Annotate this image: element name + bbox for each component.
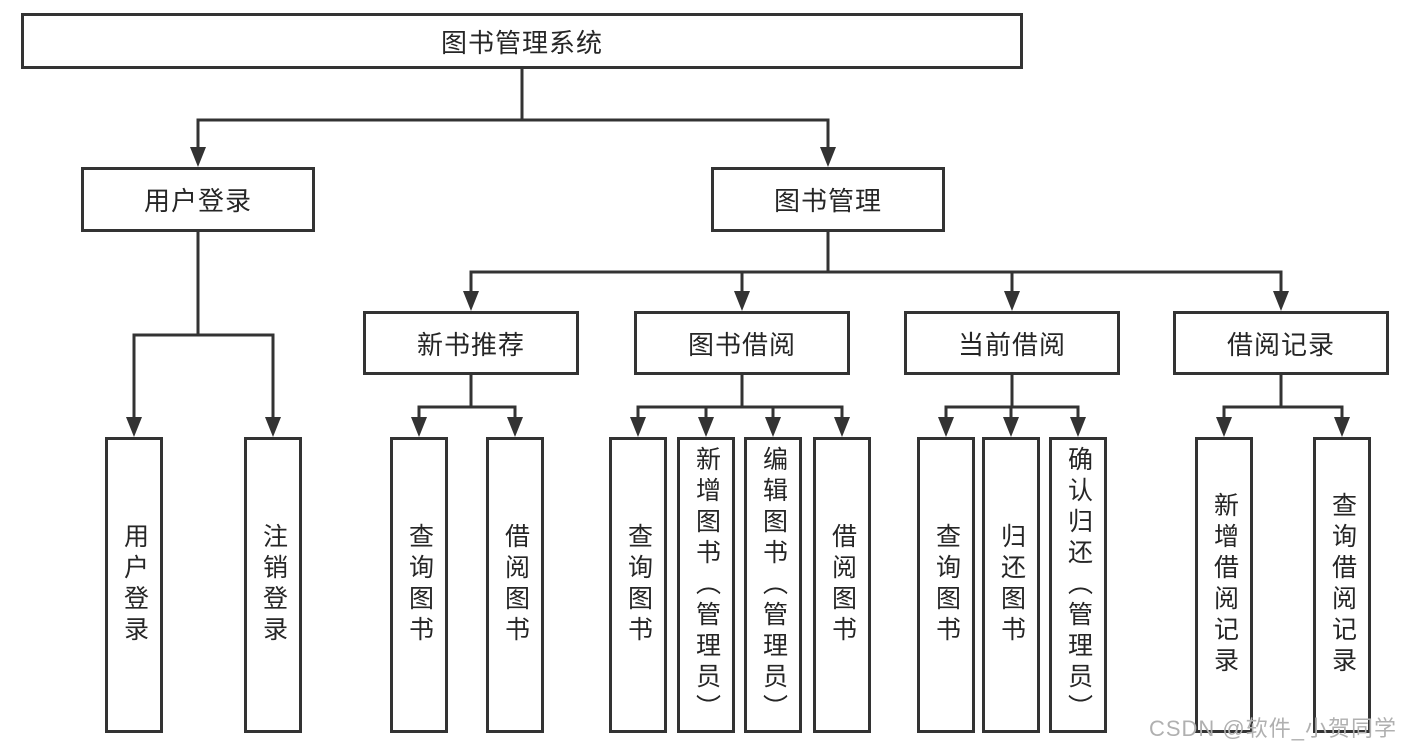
leaf-label: 查询图书 [932,523,961,647]
watermark: CSDN @软件_小贺同学 [1148,716,1397,741]
leaf-label: 查询图书 [624,523,653,647]
connector-path [132,69,1344,420]
leaf-confirm-return-admin: 确认归还（管理员） [1049,437,1107,733]
leaf-borrow-books-borrowing: 借阅图书 [813,437,871,733]
leaf-add-books-admin: 新增图书（管理员） [677,437,735,733]
leaf-label: 编辑图书（管理员） [759,445,788,725]
node-label: 借阅记录 [1226,329,1335,360]
node-label: 图书管理系统 [440,27,603,58]
node-label: 新书推荐 [416,329,525,360]
leaf-label: 用户登录 [120,523,149,647]
node-current-borrowing: 当前借阅 [904,311,1120,375]
leaf-return-books: 归还图书 [982,437,1040,733]
node-new-book-recommendation: 新书推荐 [363,311,579,375]
leaf-label: 确认归还（管理员） [1064,445,1093,725]
leaf-label: 借阅图书 [828,523,857,647]
leaf-label: 借阅图书 [501,523,530,647]
node-label: 图书管理 [773,186,882,216]
node-library-management-system: 图书管理系统 [21,13,1023,69]
node-label: 图书借阅 [687,329,796,360]
leaf-query-books-recommend: 查询图书 [390,437,448,733]
node-label: 当前借阅 [957,329,1066,360]
leaf-label: 查询图书 [405,523,434,647]
node-borrowing-records: 借阅记录 [1173,311,1389,375]
leaf-user-login: 用户登录 [105,437,163,733]
leaf-label: 新增图书（管理员） [692,445,721,725]
leaf-label: 注销登录 [259,523,288,647]
node-label: 用户登录 [143,186,252,216]
leaf-query-books-borrowing: 查询图书 [609,437,667,733]
leaf-edit-books-admin: 编辑图书（管理员） [744,437,802,733]
leaf-label: 新增借阅记录 [1210,492,1239,678]
leaf-query-books-current: 查询图书 [917,437,975,733]
leaf-borrow-books-recommend: 借阅图书 [486,437,544,733]
arrowheads [126,147,1350,437]
node-user-login: 用户登录 [81,167,315,232]
node-book-management: 图书管理 [711,167,945,232]
leaf-add-borrow-record: 新增借阅记录 [1195,437,1253,733]
leaf-label: 归还图书 [997,523,1026,647]
node-book-borrowing: 图书借阅 [634,311,850,375]
leaf-query-borrow-record: 查询借阅记录 [1313,437,1371,733]
leaf-logout: 注销登录 [244,437,302,733]
leaf-label: 查询借阅记录 [1328,492,1357,678]
